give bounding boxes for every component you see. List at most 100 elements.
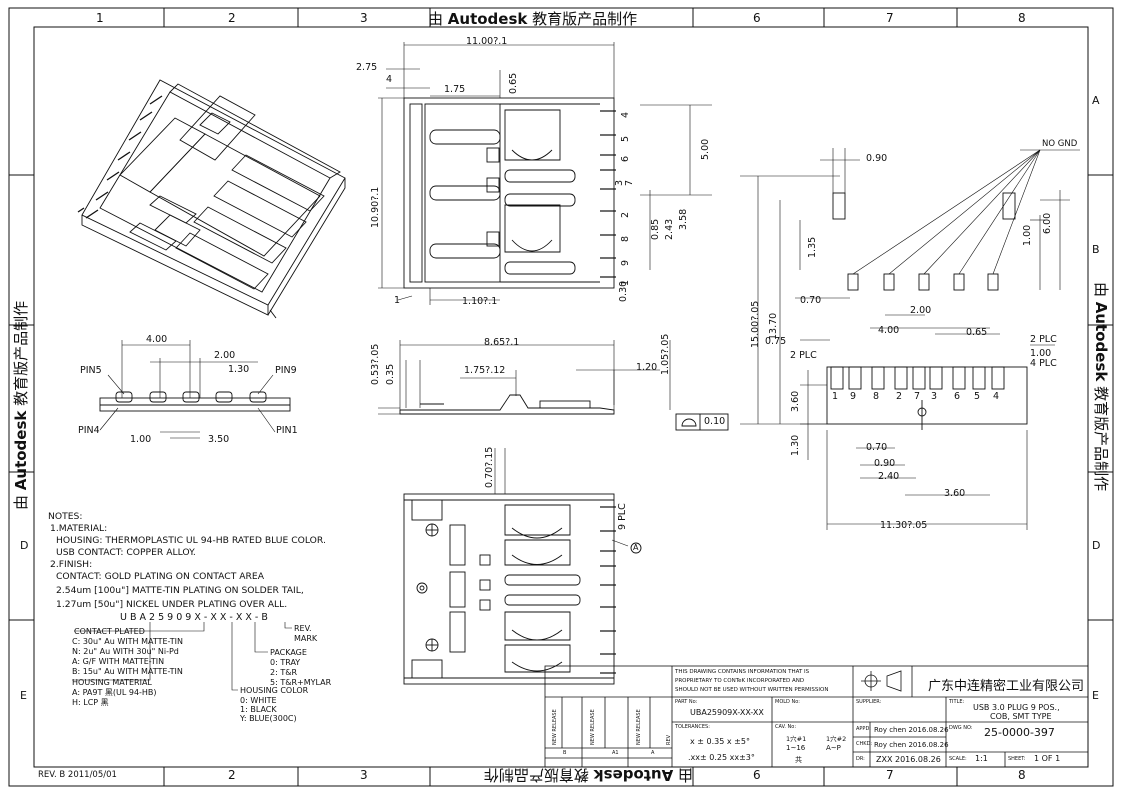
pad-number: 4 — [993, 391, 1000, 402]
approved-by: Roy chen 2016.08.26 — [874, 726, 949, 734]
field-label: SHEET: — [1008, 756, 1026, 762]
field-label: SUPPLIER: — [856, 699, 882, 705]
rev-col-heading: NEW RELEASE — [590, 709, 596, 745]
dim-label: 4.00 — [146, 334, 168, 345]
field-label: TOLERANCES: — [675, 724, 710, 730]
pad-number: 1 — [832, 391, 839, 402]
row-label: E — [1092, 689, 1099, 702]
pad-number: 3 — [931, 391, 938, 402]
part-number: UBA25909X-XX-XX — [690, 708, 764, 717]
revision-stamp: REV. B 2011/05/01 — [38, 770, 117, 780]
col-label: 6 — [753, 768, 761, 782]
dim-label: 0.70 — [800, 295, 822, 306]
dim-label: 4 — [386, 74, 393, 85]
field-label: APPD: — [856, 726, 871, 732]
top-view — [378, 42, 712, 305]
field-label: CAV. No: — [775, 724, 797, 730]
tolerance-line: .xx± 0.25 xx±3° — [688, 753, 755, 762]
flatness-tolerance: 0.10 — [704, 416, 726, 427]
disclaimer-line: PROPRIETARY TO CONTeK INCORPORATED AND — [675, 678, 805, 684]
pin-callout: PIN4 — [78, 425, 100, 436]
field-label: DWG NO: — [949, 725, 973, 731]
drawing-title: USB 3.0 PLUG 9 POS., — [973, 703, 1060, 712]
row-label: A — [1092, 94, 1100, 107]
isometric-view — [77, 79, 346, 319]
dim-label: 0.90 — [866, 153, 888, 164]
col-label: 1 — [96, 11, 104, 25]
option-line: N: 2u" Au WITH 30u" Ni-Pd — [72, 647, 179, 656]
dim-label: 2 PLC — [790, 350, 817, 361]
col-label: 8 — [1018, 11, 1026, 25]
pad-number: 8 — [873, 391, 880, 402]
option-heading: REV. — [294, 624, 312, 633]
dim-label: 0.65 — [966, 327, 988, 338]
pad-number: 6 — [954, 391, 961, 402]
drawing-scale: 1:1 — [975, 754, 988, 763]
col-label: 7 — [886, 11, 894, 25]
dim-label: 0.90 — [874, 458, 896, 469]
drawn-by: ZXX 2016.08.26 — [876, 755, 941, 764]
cav-value: 共 — [795, 756, 802, 764]
checked-by: Roy chen 2016.08.26 — [874, 741, 949, 749]
cav-value: 1~16 — [786, 744, 806, 752]
dim-label: 3.60 — [944, 488, 966, 499]
note-line: CONTACT: GOLD PLATING ON CONTACT AREA — [56, 571, 264, 582]
pin-callout: PIN1 — [276, 425, 298, 436]
dim-label: 11.30?.05 — [880, 520, 928, 531]
dim-label: 1.20 — [636, 362, 658, 373]
pad-number: 5 — [974, 391, 981, 402]
option-heading: HOUSING COLOR — [240, 686, 309, 695]
dim-label: 0.70 — [866, 442, 888, 453]
option-line: 1: BLACK — [240, 705, 277, 714]
option-line: A: PA9T 黑(UL 94-HB) — [72, 688, 157, 697]
note-line: HOUSING: THERMOPLASTIC UL 94-HB RATED BL… — [56, 535, 326, 546]
drawing-title: COB, SMT TYPE — [990, 712, 1052, 721]
bottom-view — [403, 448, 642, 685]
rev-col-heading: REV — [666, 734, 672, 745]
disclaimer-line: THIS DRAWING CONTAINS INFORMATION THAT I… — [675, 669, 810, 675]
note-line: 2.54um [100u"] MATTE-TIN PLATING ON SOLD… — [56, 585, 304, 596]
dim-label: 1.00 — [1030, 348, 1052, 359]
note-line: USB CONTACT: COPPER ALLOY. — [56, 547, 196, 558]
field-label: PART No: — [675, 699, 698, 705]
datum-label: A — [633, 543, 639, 552]
dim-label: 1.00 — [130, 434, 152, 445]
pad-number: 2 — [896, 391, 903, 402]
part-code-pattern: U B A 2 5 9 0 9 X - X X - X X - B — [120, 612, 268, 623]
rev-col-heading: NEW RELEASE — [552, 709, 558, 745]
option-line: C: 30u" Au WITH MATTE-TIN — [72, 637, 183, 646]
notes-title: NOTES: — [48, 511, 83, 522]
field-label: SCALE: — [949, 756, 967, 762]
pin-callout: PIN5 — [80, 365, 102, 376]
field-label: MOLD No: — [775, 699, 800, 705]
option-heading: PACKAGE — [270, 648, 307, 657]
watermark-top: 由 Autodesk 教育版产品制作 — [428, 10, 638, 28]
col-label: 2 — [228, 11, 236, 25]
dim-label: 2.00 — [214, 350, 236, 361]
rev-col: B — [563, 750, 567, 756]
rev-col-heading: NEW RELEASE — [636, 709, 642, 745]
note-line: 1.MATERIAL: — [50, 523, 108, 534]
option-line: MARK — [294, 634, 318, 643]
cav-value: 1穴#2 — [826, 735, 847, 743]
dim-label: 1.75?.12 — [464, 365, 506, 376]
dim-label: 4.00 — [878, 325, 900, 336]
option-heading: CONTACT PLATED — [74, 627, 145, 636]
dim-label: 11.00?.1 — [466, 36, 508, 47]
row-label: D — [20, 539, 29, 552]
dim-label: 8.65?.1 — [484, 337, 520, 348]
rev-col: A — [651, 750, 655, 756]
pad-number: 7 — [914, 391, 921, 402]
dim-label: 0.75 — [765, 336, 787, 347]
cav-value: A~P — [826, 744, 841, 752]
dim-label: 2 PLC — [1030, 334, 1057, 345]
tolerance-line: x ± 0.35 x ±5° — [690, 737, 750, 746]
option-line: 5: T&R+MYLAR — [270, 678, 332, 687]
dim-label: 1.30 — [228, 364, 250, 375]
col-label: 2 — [228, 768, 236, 782]
dim-label: 1 — [394, 295, 401, 306]
col-label: 7 — [886, 768, 894, 782]
option-line: Y: BLUE(300C) — [240, 714, 297, 723]
option-line: B: 15u" Au WITH MATTE-TIN — [72, 667, 183, 676]
